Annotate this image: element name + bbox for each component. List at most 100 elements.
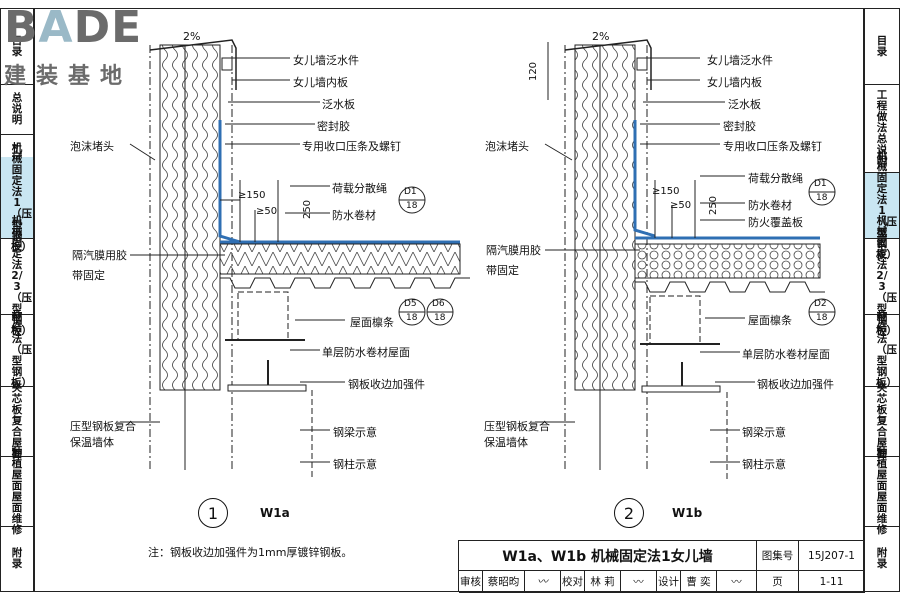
logo-text: B xyxy=(4,2,39,53)
right-sidebar: 目录 工程做法总说明 机械固定法1（压型钢板） 机械固定法2/3（压型钢板） 粘… xyxy=(864,8,900,592)
dim-height: 120 xyxy=(528,61,540,82)
check-signature: 〰 xyxy=(621,571,657,593)
ref-top: D1 xyxy=(404,187,417,197)
right-tab-mech1[interactable]: 机械固定法1（压型钢板） xyxy=(865,150,899,260)
logo-text: A xyxy=(38,2,74,53)
label-load-rope: 荷载分散绳 xyxy=(748,172,803,185)
title-block: W1a、W1b 机械固定法1女儿墙 图集号 15J207-1 审核 蔡昭昀 〰 … xyxy=(458,540,865,593)
tab-label: 总说明 xyxy=(11,92,23,126)
dim-250: 250 xyxy=(302,199,314,220)
drawing-frame xyxy=(34,8,864,592)
slope-label: 2% xyxy=(592,30,610,43)
label-wall-1: 压型钢板复合 xyxy=(484,420,550,433)
right-tab-bond[interactable]: 粘结法（压型钢板） xyxy=(865,311,899,389)
label-purlin: 屋面檩条 xyxy=(350,316,394,329)
detail-a-drawing xyxy=(120,39,470,480)
tab-label: 夹芯板复合屋面 xyxy=(876,382,888,460)
dim-50: ≥50 xyxy=(256,206,278,217)
page-label: 页 xyxy=(757,571,799,593)
ref-bottom: 18 xyxy=(816,193,828,203)
dim-250: 250 xyxy=(708,195,720,216)
left-tab-sandwich[interactable]: 夹芯板复合屋面 xyxy=(1,383,33,460)
tab-label: 机械固定法2/3（压型钢板） xyxy=(11,215,32,337)
tab-label: 机械固定法1（压型钢板） xyxy=(876,149,897,261)
right-tab-contents[interactable]: 目录 xyxy=(865,9,899,85)
label-flashing: 女儿墙泛水件 xyxy=(707,54,773,67)
detail-b-drawing xyxy=(535,39,836,480)
right-tab-appendix[interactable]: 附录 xyxy=(865,527,899,591)
tab-label: 种植屋面屋面维修 xyxy=(11,446,23,536)
tab-label: 粘结法（压型钢板） xyxy=(11,311,32,389)
footnote: 注：钢板收边加强件为1mm厚镀锌钢板。 xyxy=(148,546,353,559)
left-sidebar: 目录 总说明 工程做法 机械固定法1（压型钢板） 机械固定法2/3（压型钢板） … xyxy=(0,8,34,592)
label-vapor-tape-1: 隔汽膜用胶 xyxy=(72,249,127,262)
label-vapor-tape-2: 带固定 xyxy=(72,269,105,282)
label-sealant: 密封胶 xyxy=(723,120,756,133)
label-wall-2: 保温墙体 xyxy=(70,436,114,449)
review-name: 蔡昭昀 xyxy=(483,571,525,593)
review-label: 审核 xyxy=(459,571,483,593)
label-wall-1: 压型钢板复合 xyxy=(70,420,136,433)
label-bar-screw: 专用收口压条及螺钉 xyxy=(302,140,401,153)
label-wall-2: 保温墙体 xyxy=(484,436,528,449)
design-label: 设计 xyxy=(657,571,681,593)
label-inner-board: 女儿墙内板 xyxy=(707,76,762,89)
tab-label: 目录 xyxy=(876,34,888,58)
ref-top: D6 xyxy=(432,299,445,309)
tab-label: 种植屋面屋面维修 xyxy=(876,446,888,536)
detail-name: W1b xyxy=(672,506,703,520)
label-load-rope: 荷载分散绳 xyxy=(332,182,387,195)
check-name: 林 莉 xyxy=(585,571,621,593)
label-sealant: 密封胶 xyxy=(317,120,350,133)
tab-label: 夹芯板复合屋面 xyxy=(11,382,23,460)
label-cover-board: 防火覆盖板 xyxy=(748,216,803,229)
left-tab-green-roof[interactable]: 种植屋面屋面维修 xyxy=(1,447,33,535)
label-column: 钢柱示意 xyxy=(333,458,377,471)
label-flashing: 女儿墙泛水件 xyxy=(293,54,359,67)
ref-top: D1 xyxy=(814,179,827,189)
dim-150: ≥150 xyxy=(238,190,266,201)
left-tab-general[interactable]: 总说明 xyxy=(1,85,33,135)
detail-name: W1a xyxy=(260,506,290,520)
tab-label: 目录 xyxy=(11,34,23,58)
label-bar-screw: 专用收口压条及螺钉 xyxy=(723,140,822,153)
design-signature: 〰 xyxy=(717,571,757,593)
label-column: 钢柱示意 xyxy=(742,458,786,471)
label-beam: 钢梁示意 xyxy=(742,426,786,439)
right-tab-general[interactable]: 工程做法总说明 xyxy=(865,85,899,173)
design-name: 曹 奕 xyxy=(681,571,717,593)
label-beam: 钢梁示意 xyxy=(333,426,377,439)
tab-label: 粘结法（压型钢板） xyxy=(876,311,897,389)
bade-logo: BADE 建装基地 xyxy=(2,2,180,89)
logo-subtitle: 建装基地 xyxy=(4,64,133,89)
left-tab-contents[interactable]: 目录 xyxy=(1,9,33,85)
tab-label: 工程做法总说明 xyxy=(876,89,888,167)
logo-text: DE xyxy=(73,2,143,53)
right-tab-sandwich[interactable]: 夹芯板复合屋面 xyxy=(865,383,899,460)
drawing-title: W1a、W1b 机械固定法1女儿墙 xyxy=(459,541,757,571)
ref-top: D2 xyxy=(814,299,827,309)
detail-number: 2 xyxy=(614,498,644,528)
label-membrane: 防水卷材 xyxy=(332,209,376,222)
check-label: 校对 xyxy=(561,571,585,593)
right-tab-green-roof[interactable]: 种植屋面屋面维修 xyxy=(865,447,899,535)
left-tab-mech23[interactable]: 机械固定法2/3（压型钢板） xyxy=(1,216,33,337)
atlas-label: 图集号 xyxy=(757,541,799,571)
label-flash-plate: 泛水板 xyxy=(322,98,355,111)
label-single-layer: 单层防水卷材屋面 xyxy=(322,346,410,359)
ref-top: D5 xyxy=(404,299,417,309)
atlas-number: 15J207-1 xyxy=(799,541,865,571)
page-number: 1-11 xyxy=(799,571,865,593)
label-flash-plate: 泛水板 xyxy=(728,98,761,111)
label-foam-plug: 泡沫堵头 xyxy=(485,140,529,153)
tab-label: 附录 xyxy=(876,547,888,570)
right-tab-mech23[interactable]: 机械固定法2/3（压型钢板） xyxy=(865,216,899,337)
left-tab-mech1[interactable]: 机械固定法1（压型钢板） xyxy=(1,142,33,252)
label-single-layer: 单层防水卷材屋面 xyxy=(742,348,830,361)
ref-bottom: 18 xyxy=(406,201,418,211)
left-tab-bond[interactable]: 粘结法（压型钢板） xyxy=(1,311,33,389)
left-tab-appendix[interactable]: 附录 xyxy=(1,527,33,591)
ref-bottom: 18 xyxy=(434,313,446,323)
label-vapor-tape-1: 隔汽膜用胶 xyxy=(486,244,541,257)
